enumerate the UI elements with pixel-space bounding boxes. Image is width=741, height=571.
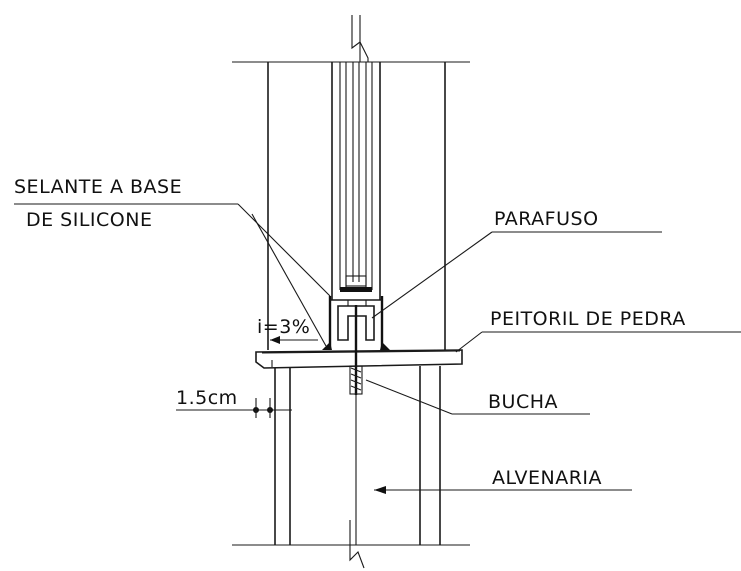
lower-wall (232, 366, 470, 569)
screw-and-anchor (349, 305, 363, 395)
label-slope: i=3% (257, 316, 310, 338)
label-dimension: 1.5cm (176, 387, 238, 409)
stone-sill (255, 349, 463, 369)
leaders (14, 203, 741, 494)
label-sill: PEITORIL DE PEDRA (490, 308, 686, 330)
label-sealant-line1: SELANTE A BASE (14, 176, 182, 198)
upper-wall (232, 61, 470, 350)
label-screw: PARAFUSO (494, 208, 599, 230)
label-masonry: ALVENARIA (492, 467, 602, 489)
frame-profile (322, 296, 390, 350)
window-frame (331, 15, 381, 300)
label-sealant-line2: DE SILICONE (26, 209, 152, 231)
label-anchor: BUCHA (488, 391, 558, 413)
